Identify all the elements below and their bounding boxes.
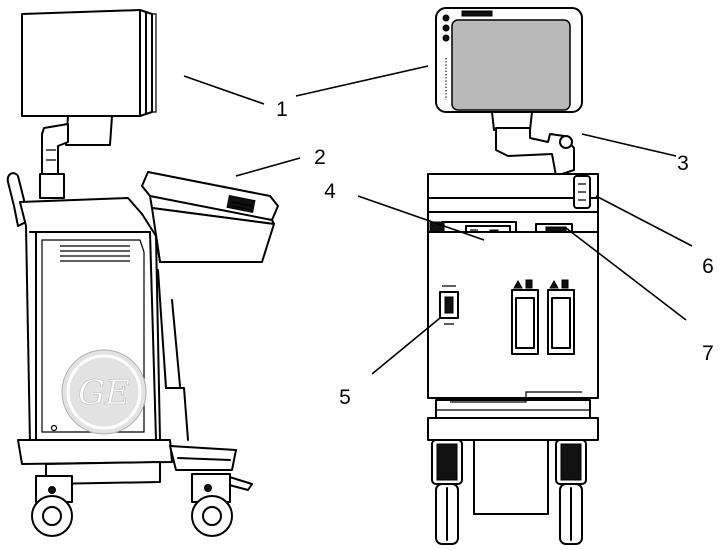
callout-7: 7 — [702, 342, 714, 365]
callout-2: 2 — [314, 146, 326, 169]
callout-6: 6 — [702, 255, 714, 278]
callout-5: 5 — [339, 386, 351, 409]
side-view-front-caster — [31, 475, 73, 537]
leader-line-2 — [235, 157, 301, 177]
callout-numbers: 1 2 3 4 5 6 7 — [276, 98, 714, 409]
leader-line-1-side — [183, 75, 265, 105]
side-view-ultrasound-cart: GE — [6, 9, 279, 537]
side-view-monitor-arm — [39, 115, 113, 199]
leader-line-1-front — [295, 65, 429, 97]
front-view-right-caster — [555, 439, 587, 545]
front-view-monitor — [435, 7, 583, 113]
leader-line-6 — [595, 195, 693, 247]
front-view-left-caster — [431, 439, 463, 545]
side-view-rear-handle — [6, 172, 27, 227]
ge-logo-watermark: GE — [61, 349, 147, 435]
callout-4: 4 — [324, 180, 336, 203]
leader-lines — [183, 65, 693, 375]
side-view-monitor — [21, 9, 157, 117]
leader-line-4 — [357, 195, 485, 241]
side-view-rear-strut — [157, 269, 189, 441]
callout-3: 3 — [677, 152, 689, 175]
side-view-control-panel — [141, 171, 279, 263]
leader-line-3 — [581, 133, 677, 157]
ge-logo-text: GE — [78, 373, 130, 413]
callout-1: 1 — [276, 98, 288, 121]
leader-line-7 — [565, 227, 687, 321]
front-view-ultrasound-cart — [427, 7, 599, 545]
leader-line-5 — [371, 317, 441, 375]
side-view-rear-caster — [191, 473, 233, 537]
front-view-monitor-arm — [491, 111, 575, 177]
probe-ports — [511, 279, 575, 355]
front-view-base — [427, 417, 599, 515]
monitor-screen — [451, 19, 571, 111]
side-view-base — [17, 439, 237, 485]
power-switch — [439, 285, 459, 325]
front-view-upper-body — [427, 173, 599, 233]
